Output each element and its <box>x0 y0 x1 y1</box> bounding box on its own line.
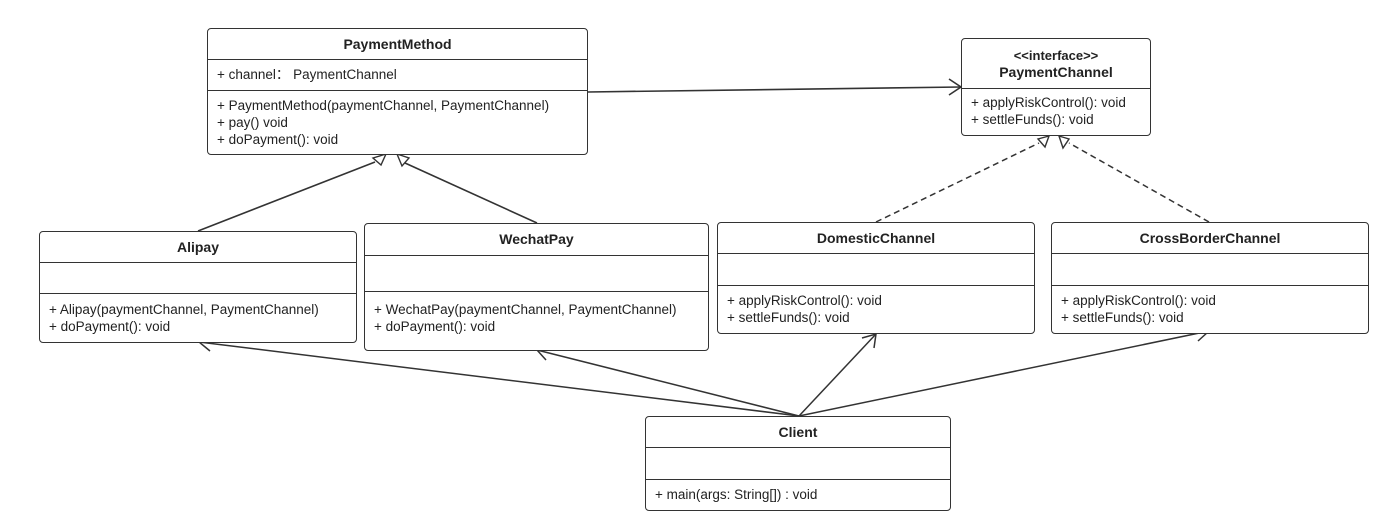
method: + main(args: String[]) : void <box>655 487 818 502</box>
realization-arrowhead <box>1057 134 1071 150</box>
class-name-section: Alipay <box>40 232 356 263</box>
class-paymentchannel[interactable]: <<interface>> PaymentChannel + applyRisk… <box>961 38 1151 136</box>
methods-section: + applyRiskControl(): void + settleFunds… <box>962 89 1150 134</box>
method: + doPayment(): void <box>49 319 171 334</box>
class-paymentmethod[interactable]: PaymentMethod + channel： PaymentChannel … <box>207 28 588 155</box>
attributes-section <box>718 254 1034 286</box>
association-paymentmethod-to-paymentchannel <box>587 78 963 96</box>
attributes-section <box>40 263 356 294</box>
method: + settleFunds(): void <box>1061 310 1184 325</box>
class-name-section: WechatPay <box>365 224 708 256</box>
methods-section: + WechatPay(paymentChannel, PaymentChann… <box>365 292 708 341</box>
method: + doPayment(): void <box>374 319 496 334</box>
inheritance-wechatpay-to-paymentmethod <box>404 162 538 224</box>
method: + applyRiskControl(): void <box>1061 293 1216 308</box>
inheritance-arrowhead <box>371 152 388 167</box>
dependency-client-to-crossborderchannel <box>798 323 1211 417</box>
realization-domestic-to-paymentchannel <box>875 142 1040 223</box>
methods-section: + main(args: String[]) : void <box>646 480 950 509</box>
inheritance-arrowhead <box>395 152 411 168</box>
class-client[interactable]: Client + main(args: String[]) : void <box>645 416 951 511</box>
class-name: Client <box>778 423 818 440</box>
attributes-section <box>365 256 708 292</box>
realization-crossborder-to-paymentchannel <box>1068 142 1210 223</box>
class-name-section: DomesticChannel <box>718 223 1034 254</box>
inheritance-alipay-to-paymentmethod <box>197 161 376 232</box>
attributes-section <box>1052 254 1368 286</box>
method: + PaymentMethod(paymentChannel, PaymentC… <box>217 98 550 113</box>
stereotype-label: <<interface>> <box>1013 47 1099 63</box>
class-name: PaymentChannel <box>999 63 1113 80</box>
class-name-section: <<interface>> PaymentChannel <box>962 39 1150 89</box>
method: + pay() void <box>217 115 288 130</box>
dependency-client-to-wechatpay <box>535 343 800 417</box>
attributes-section <box>646 448 950 480</box>
class-name: PaymentMethod <box>343 35 452 52</box>
methods-section: + Alipay(paymentChannel, PaymentChannel)… <box>40 294 356 341</box>
class-domesticchannel[interactable]: DomesticChannel + applyRiskControl(): vo… <box>717 222 1035 334</box>
method: + settleFunds(): void <box>727 310 850 325</box>
method: + WechatPay(paymentChannel, PaymentChann… <box>374 302 677 317</box>
method: + applyRiskControl(): void <box>971 95 1126 110</box>
attribute: + channel： PaymentChannel <box>217 67 397 82</box>
method: + doPayment(): void <box>217 132 339 147</box>
realization-arrowhead <box>1036 134 1051 149</box>
class-name-section: PaymentMethod <box>208 29 587 60</box>
class-name: WechatPay <box>499 231 574 247</box>
class-alipay[interactable]: Alipay + Alipay(paymentChannel, PaymentC… <box>39 231 357 343</box>
methods-section: + applyRiskControl(): void + settleFunds… <box>718 286 1034 332</box>
dependency-client-to-domesticchannel <box>798 332 877 417</box>
class-crossborderchannel[interactable]: CrossBorderChannel + applyRiskControl():… <box>1051 222 1369 334</box>
attributes-section: + channel： PaymentChannel <box>208 60 587 91</box>
class-name: CrossBorderChannel <box>1139 229 1281 246</box>
method: + Alipay(paymentChannel, PaymentChannel) <box>49 302 319 317</box>
class-name: DomesticChannel <box>816 229 936 246</box>
class-name-section: Client <box>646 417 950 448</box>
methods-section: + applyRiskControl(): void + settleFunds… <box>1052 286 1368 332</box>
method: + settleFunds(): void <box>971 112 1094 127</box>
method: + applyRiskControl(): void <box>727 293 882 308</box>
class-name: Alipay <box>176 238 219 255</box>
methods-section: + PaymentMethod(paymentChannel, PaymentC… <box>208 91 587 154</box>
class-wechatpay[interactable]: WechatPay + WechatPay(paymentChannel, Pa… <box>364 223 709 351</box>
class-name-section: CrossBorderChannel <box>1052 223 1368 254</box>
